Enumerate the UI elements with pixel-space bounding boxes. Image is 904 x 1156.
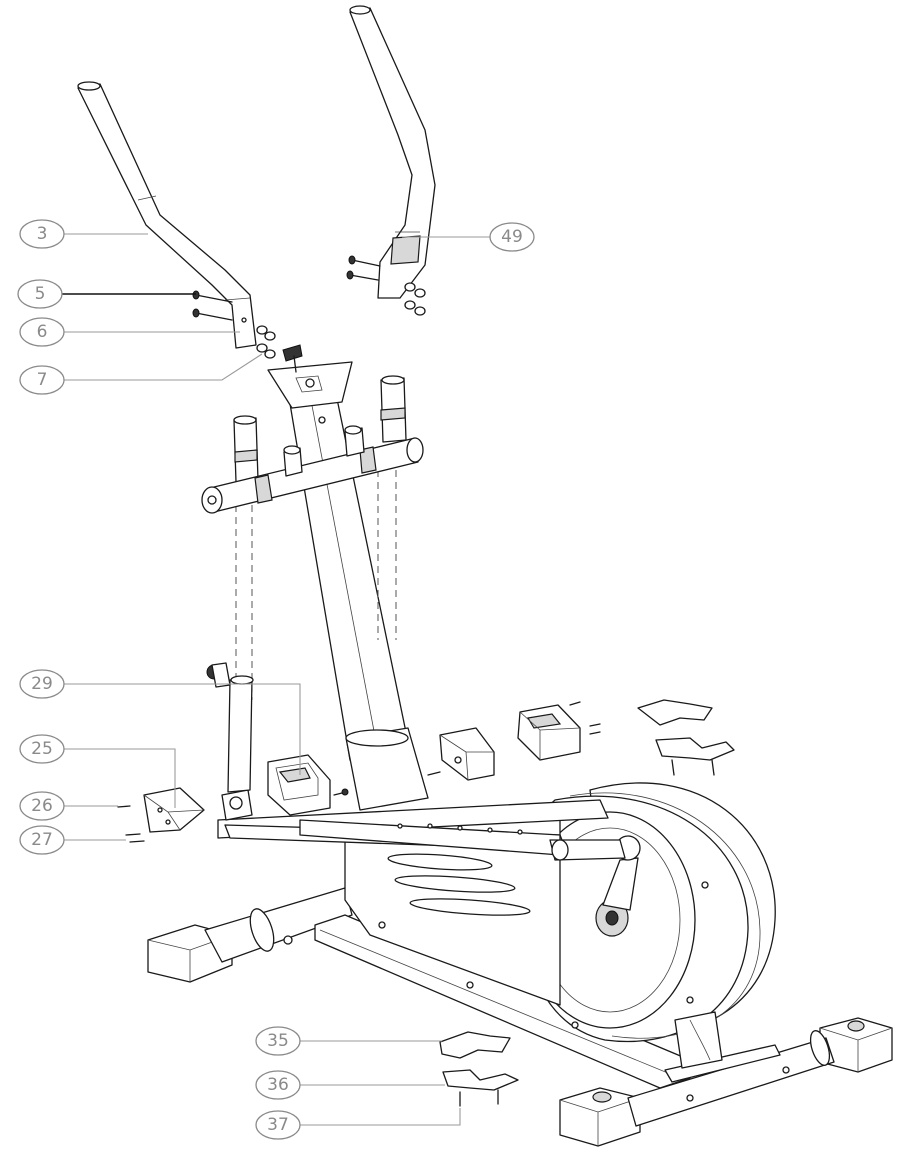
- callout-49: 49: [489, 222, 535, 252]
- right-lower-arm: [377, 375, 407, 640]
- callout-35: 35: [255, 1026, 301, 1056]
- main-base-frame: [314, 914, 781, 1089]
- callout-5-label: 5: [35, 284, 46, 304]
- callout-6: 6: [19, 317, 65, 347]
- right-end-caps: [637, 699, 735, 776]
- callout-37-label: 37: [267, 1115, 289, 1135]
- part-36-end-cap: [442, 1069, 519, 1091]
- callout-26-label: 26: [31, 796, 53, 816]
- callout-25-label: 25: [31, 739, 53, 759]
- pedal-rail: [217, 789, 626, 861]
- callout-36-label: 36: [267, 1075, 289, 1095]
- callout-29: 29: [19, 669, 65, 699]
- callout-37: 37: [255, 1110, 301, 1140]
- front-stabilizer: [147, 887, 353, 983]
- side-cover-panel: [344, 819, 579, 1029]
- part-25-cover: [143, 787, 205, 833]
- callout-49-label: 49: [501, 227, 523, 247]
- left-lower-arm: [227, 415, 259, 793]
- callout-3: 3: [19, 219, 65, 249]
- left-upper-handlebar: [77, 81, 257, 349]
- callout-7-label: 7: [37, 370, 48, 390]
- flywheel-housing: [523, 782, 776, 1069]
- callout-29-label: 29: [31, 674, 53, 694]
- right-upper-handlebar: [349, 5, 436, 299]
- part-35-end-cap: [439, 1031, 511, 1059]
- callout-7: 7: [19, 365, 65, 395]
- right-rail-cover-a: [427, 727, 495, 781]
- callout-6-label: 6: [37, 322, 48, 342]
- callout-5: 5: [17, 279, 63, 309]
- left-roller: [206, 662, 231, 688]
- part-26-27-screws: [117, 805, 145, 843]
- callout-27: 27: [19, 825, 65, 855]
- pivot-crossbar: [201, 425, 424, 514]
- right-rail-cover-b: [517, 701, 601, 761]
- callout-27-label: 27: [31, 830, 53, 850]
- right-handlebar-hardware: [346, 255, 426, 316]
- callout-26: 26: [19, 791, 65, 821]
- part-37-screws: [459, 1089, 499, 1107]
- callout-36: 36: [255, 1070, 301, 1100]
- callout-25: 25: [19, 734, 65, 764]
- callout-3-label: 3: [37, 224, 48, 244]
- part-29-cover: [267, 754, 349, 816]
- left-handlebar-hardware: [192, 290, 276, 359]
- rear-stabilizer: [559, 1017, 893, 1147]
- leader-lines: [61, 233, 490, 1126]
- callout-35-label: 35: [267, 1031, 289, 1051]
- console-bolt: [282, 344, 303, 373]
